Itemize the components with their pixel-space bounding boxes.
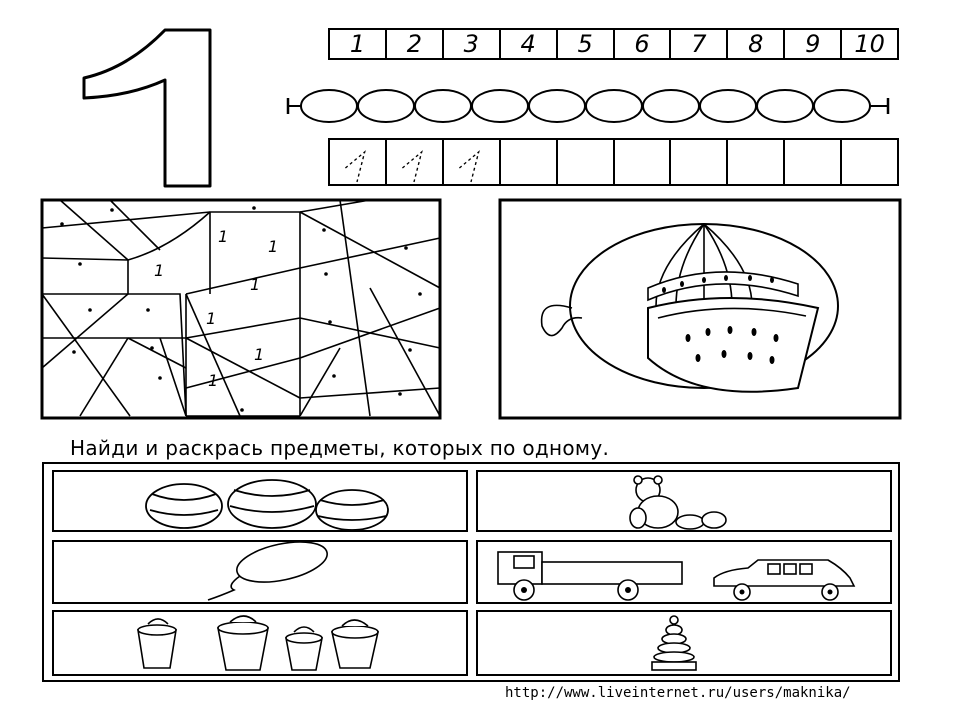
mosaic-number-mark: 1	[208, 371, 218, 390]
number-cell: 2	[387, 30, 444, 58]
bead	[699, 89, 757, 123]
tracing-cell-dotted[interactable]	[330, 140, 387, 184]
number-cell: 10	[854, 30, 885, 58]
beads	[300, 89, 871, 123]
tracing-cell-empty[interactable]	[558, 140, 615, 184]
cell-balls[interactable]	[52, 470, 468, 532]
bead	[585, 89, 643, 123]
cell-vehicles[interactable]	[476, 540, 892, 604]
find-items-frame	[42, 462, 900, 682]
bead	[642, 89, 700, 123]
watermelon-panel[interactable]	[498, 198, 902, 420]
number-cell: 9	[785, 30, 843, 58]
bead	[756, 89, 814, 123]
tracing-strip	[328, 138, 899, 186]
mosaic-dot	[110, 208, 114, 212]
number-cell: 1	[330, 30, 387, 58]
mosaic-dot	[252, 206, 256, 210]
tracing-cell-empty[interactable]	[615, 140, 672, 184]
mosaic-dot	[78, 262, 82, 266]
mosaic-dot	[328, 320, 332, 324]
balloon-icon	[207, 542, 328, 601]
bead	[300, 89, 358, 123]
truck-and-car-icon	[497, 551, 856, 601]
number-cell: 4	[501, 30, 558, 58]
cell-balloon[interactable]	[52, 540, 468, 604]
mosaic-number-mark: 1	[154, 261, 164, 280]
number-cell: 5	[558, 30, 615, 58]
balls-icon	[145, 479, 389, 530]
number-cell: 6	[615, 30, 672, 58]
mosaic-dot	[60, 222, 64, 226]
teddy-bear-icon	[629, 475, 727, 530]
mosaic-dot	[72, 350, 76, 354]
footer-url: http://www.liveinternet.ru/users/maknika…	[505, 685, 851, 701]
mosaic-number-mark: 1	[206, 309, 216, 328]
watermelon-icon	[540, 223, 839, 393]
instruction-text: Найди и раскрась предметы, которых по од…	[70, 436, 610, 460]
mosaic-number-mark: 1	[268, 237, 278, 256]
mosaic-dot	[240, 408, 244, 412]
bead	[414, 89, 472, 123]
mosaic-dot	[150, 346, 154, 350]
mosaic-dot	[404, 246, 408, 250]
tracing-cell-dotted[interactable]	[387, 140, 444, 184]
number-cell: 7	[671, 30, 729, 58]
big-digit-one	[82, 28, 212, 188]
tracing-cell-empty[interactable]	[671, 140, 729, 184]
bead	[471, 89, 529, 123]
cell-buckets[interactable]	[52, 610, 468, 676]
bead	[357, 89, 415, 123]
mosaic-number-mark: 1	[250, 275, 260, 294]
number-cell: 8	[728, 30, 786, 58]
cell-pyramid-toy[interactable]	[476, 610, 892, 676]
mosaic-panel[interactable]: 1 1 1 1 1 1 1	[40, 198, 442, 420]
bead	[528, 89, 586, 123]
number-strip: 1 2 3 4 5 6 7 8 9 10	[328, 28, 899, 60]
mosaic-dot	[88, 308, 92, 312]
tracing-cell-dotted[interactable]	[444, 140, 501, 184]
mosaic-number-mark: 1	[218, 227, 228, 246]
stacking-pyramid-icon	[651, 615, 697, 671]
mosaic-number-mark: 1	[254, 345, 264, 364]
mosaic-dot	[398, 392, 402, 396]
mosaic-dot	[408, 348, 412, 352]
mosaic-dot	[158, 376, 162, 380]
number-cell: 3	[444, 30, 501, 58]
mosaic-dot	[146, 308, 150, 312]
tracing-cell-empty[interactable]	[842, 140, 897, 184]
mosaic-dot	[332, 374, 336, 378]
buckets-icon	[137, 615, 379, 671]
mosaic-dot	[418, 292, 422, 296]
tracing-cell-empty[interactable]	[501, 140, 558, 184]
tracing-cell-empty[interactable]	[785, 140, 843, 184]
mosaic-dot	[324, 272, 328, 276]
bead	[813, 89, 871, 123]
bead-string	[286, 89, 890, 123]
cell-teddy-bear[interactable]	[476, 470, 892, 532]
tracing-cell-empty[interactable]	[728, 140, 786, 184]
mosaic-dot	[322, 228, 326, 232]
